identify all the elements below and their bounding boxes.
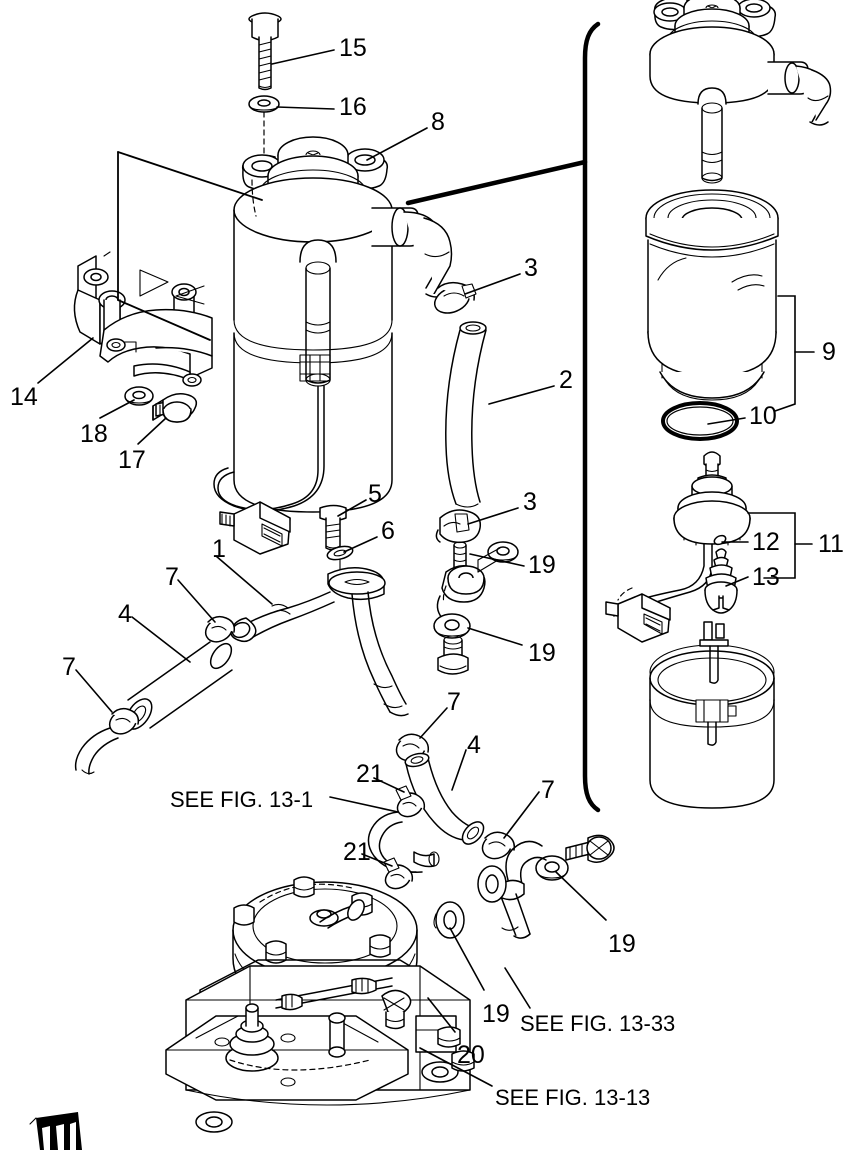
fuel-pipe-1 [230,567,409,717]
fig-ref-13-33: SEE FIG. 13-33 [520,1011,676,1036]
callout-4a: 4 [118,600,132,628]
filter-cup [649,621,775,809]
callout-11: 11 [818,530,844,558]
callout-7d: 7 [541,776,555,804]
o-ring-10 [661,401,739,441]
engine-mount-pin [328,1012,346,1058]
hose-clamp-7d [481,831,516,860]
connector-plug [219,501,291,555]
hose-clamp-3b [435,509,482,544]
callout-19a: 19 [528,551,556,579]
hose-clamp-7a [204,615,236,643]
callout-19b: 19 [528,639,556,667]
fuel-filter-assembly-8 [213,136,453,555]
callout-9: 9 [822,338,836,366]
bolt-19c [565,834,615,863]
gasket-6 [326,545,354,561]
callout-15: 15 [339,34,367,62]
callout-7c: 7 [447,688,461,716]
callout-16: 16 [339,93,367,121]
callout-8: 8 [431,108,445,136]
callout-21b: 21 [343,838,371,866]
callout-7b: 7 [62,653,76,681]
engine-assembly [165,876,475,1133]
fig-ref-13-13: SEE FIG. 13-13 [495,1085,651,1110]
fuel-hose-4b [404,752,485,845]
washer-16 [248,95,280,113]
group-bracket-11 [747,512,813,579]
manufacturer-logo [29,1112,82,1150]
callout-18: 18 [80,420,108,448]
callout-3a: 3 [524,254,538,282]
callout-4b: 4 [467,731,481,759]
sensor-connector [605,593,671,643]
water-sensor-assembly-11 [605,451,751,643]
hose-clamp-7b [74,707,140,775]
bent-pipe-13-33 [477,840,547,939]
washer-19c [535,855,569,881]
callout-6: 6 [381,517,395,545]
bolt-15 [248,12,282,91]
bolt-5 [319,504,347,551]
callout-19c: 19 [608,930,636,958]
bracket-14 [73,251,213,387]
callout-leaders [37,49,749,1087]
fuel-filter-element-9 [645,189,779,401]
group-bracket-9 [774,295,815,412]
callout-12: 12 [752,528,780,556]
callout-3b: 3 [523,488,537,516]
bracket-leader-14 [117,151,263,341]
callout-13: 13 [752,563,780,591]
bolt-17 [152,393,198,423]
callout-19d: 19 [482,1000,510,1028]
small-hose-a [367,811,440,873]
callout-20: 20 [457,1041,485,1069]
fuel-hose-2 [445,321,487,508]
washer-19d [433,901,465,939]
callout-2: 2 [559,366,573,394]
hose-clamp-3a [433,281,477,314]
callout-5: 5 [368,480,382,508]
callout-21a: 21 [356,760,384,788]
engine-mount-isolator [225,1003,279,1072]
fuel-pump-head-right [649,0,832,184]
panel-divider [405,21,601,813]
hose-clamp-21a [395,785,426,818]
fig-ref-13-1: SEE FIG. 13-1 [170,787,314,812]
callout-17: 17 [118,446,146,474]
callout-7a: 7 [165,563,179,591]
callout-14: 14 [10,383,38,411]
banjo-bolt-assembly [433,541,519,675]
callout-1: 1 [212,535,226,563]
callout-10: 10 [749,402,777,430]
